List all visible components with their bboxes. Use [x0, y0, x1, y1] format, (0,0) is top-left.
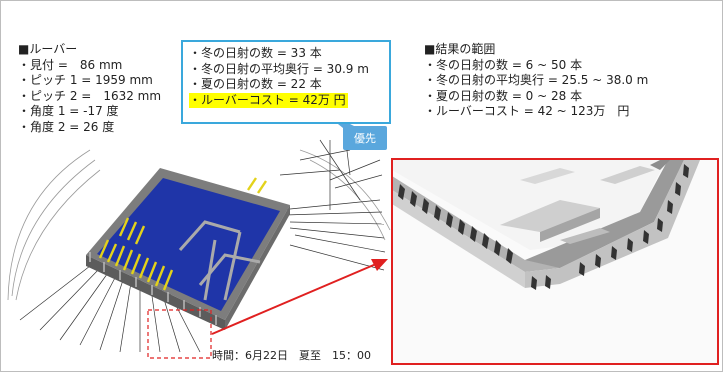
simulation-timestamp: 時間：6月22日 夏至 15：00 [212, 349, 371, 362]
louver-spec-line: ・角度 2 = 26 度 [18, 119, 115, 134]
result-line: ・冬の日射の数 = 33 本 [189, 46, 322, 60]
result-line: ・夏の日射の数 = 22 本 [189, 77, 322, 91]
highlighted-cost-line: ・ルーバーコスト = 42万 円 [189, 92, 348, 108]
louver-spec-line: ・ピッチ 1 = 1959 mm [18, 73, 153, 87]
sky-dome-arcs [7, 149, 391, 301]
louver-spec-block: ■ルーバー ・見付 = 86 mm ・ピッチ 1 = 1959 mm ・ピッチ … [18, 42, 161, 135]
louver-spec-line: ・角度 1 = -17 度 [18, 104, 119, 118]
range-heading: ■結果の範囲 [424, 42, 496, 56]
zoom-arrow [211, 259, 388, 335]
result-line: ・冬の日射の平均奥行 = 30.9 m [189, 61, 369, 76]
range-line: ・冬の日射の平均奥行 = 25.5 ~ 38.0 m [424, 73, 649, 87]
louver-spec-line: ・ピッチ 2 = 1632 mm [18, 88, 162, 103]
range-line: ・ルーバーコスト = 42 ~ 123万 円 [424, 104, 630, 118]
focus-region-dashed-box [147, 309, 212, 359]
louver-spec-heading: ■ルーバー [18, 42, 78, 56]
selected-result-box: ・冬の日射の数 = 33 本 ・冬の日射の平均奥行 = 30.9 m ・夏の日射… [181, 40, 391, 124]
range-line: ・夏の日射の数 = 0 ~ 28 本 [424, 88, 583, 103]
priority-callout-badge: 優先 [343, 126, 387, 150]
range-line: ・冬の日射の数 = 6 ~ 50 本 [424, 57, 583, 72]
building-model [86, 168, 290, 330]
result-range-block: ■結果の範囲 ・冬の日射の数 = 6 ~ 50 本 ・冬の日射の平均奥行 = 2… [424, 42, 648, 120]
louver-spec-line: ・見付 = 86 mm [18, 57, 123, 72]
zoom-detail-panel [391, 158, 719, 365]
